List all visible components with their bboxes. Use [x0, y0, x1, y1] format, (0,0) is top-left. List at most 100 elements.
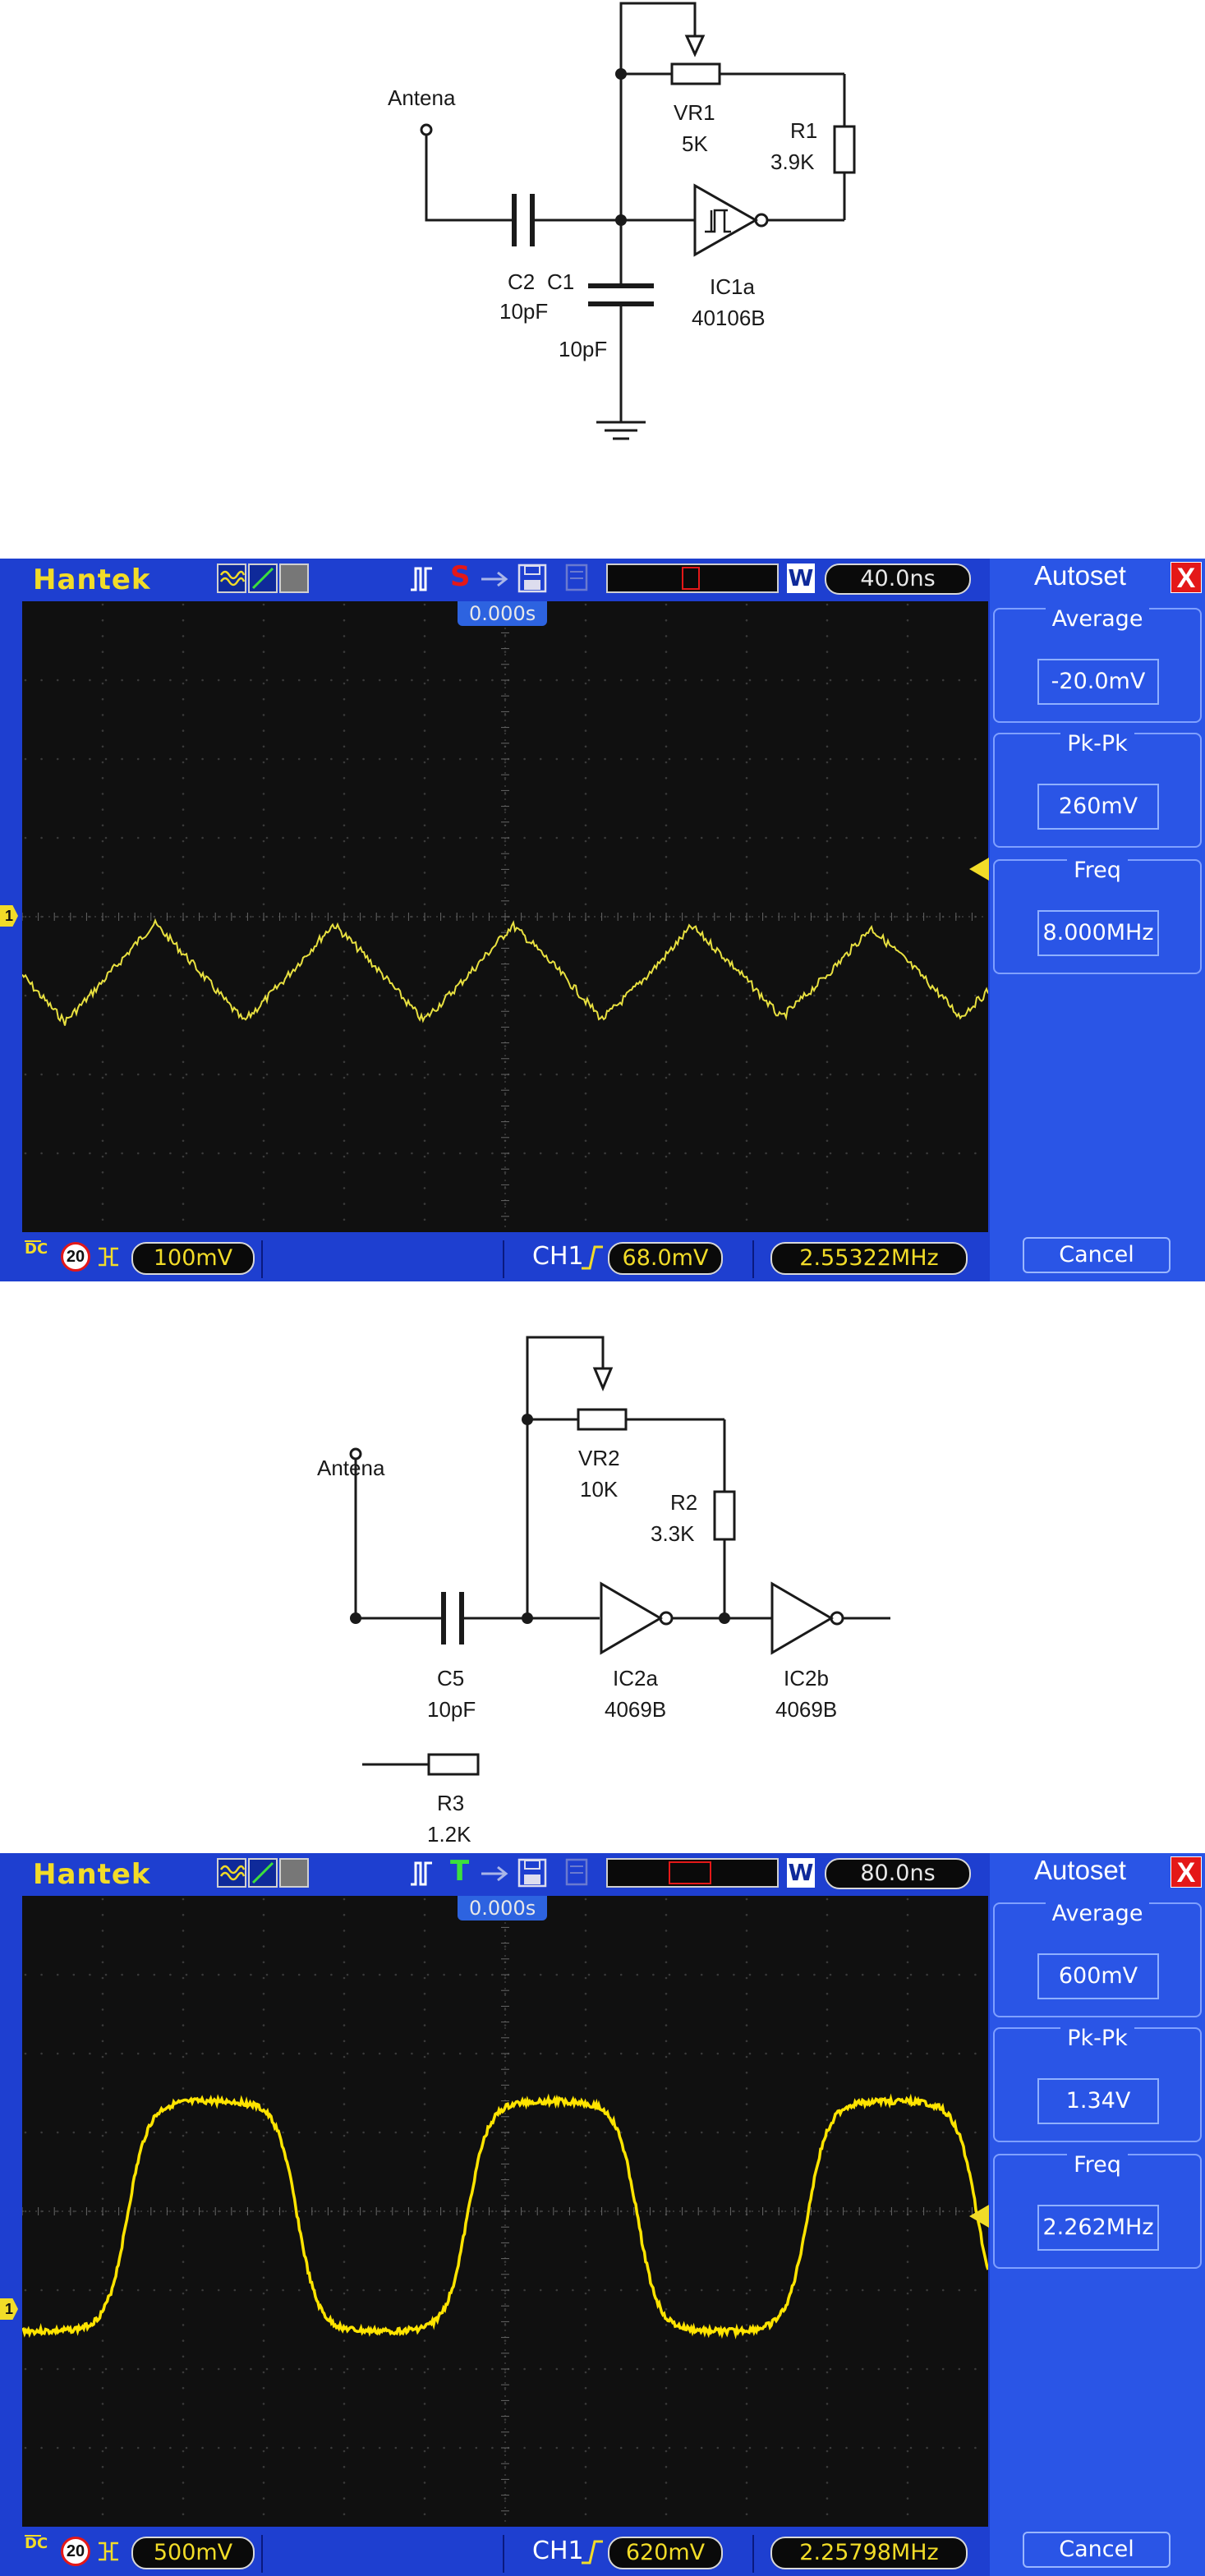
rising-edge-icon [580, 2538, 605, 2566]
measure-average-label: Average [1045, 606, 1150, 632]
autoset-title: Autoset [1034, 560, 1126, 591]
antenna-label: Antena [388, 85, 456, 110]
bandwidth-limit-icon: 20 [61, 1242, 90, 1272]
r3-name: R3 [437, 1791, 464, 1815]
scope1-top-bar: Hantek S W 40.0ns [0, 559, 986, 600]
schematic-inverter-oscillator: Antena VR2 10K R2 3.3K C5 10pF IC2a 4069… [0, 1331, 1205, 1856]
measure-pkpk-label: Pk-Pk [1060, 731, 1134, 757]
autoset-title: Autoset [1034, 1855, 1126, 1885]
measure-average-value: 600mV [1037, 1953, 1159, 1999]
memory-window-marker [682, 567, 700, 590]
r2-value: 3.3K [651, 1521, 695, 1546]
save-icon [517, 564, 547, 593]
close-button[interactable]: X [1171, 562, 1202, 594]
print-icon [562, 564, 591, 593]
vr2-value: 10K [580, 1477, 619, 1502]
measure-freq: Freq 2.262MHz [993, 2152, 1202, 2269]
trigger-channel: CH1 [532, 1242, 584, 1271]
r3-value: 1.2K [427, 1822, 471, 1847]
scope1-brand: Hantek [33, 564, 151, 596]
rising-edge-icon [580, 1244, 605, 1272]
bandwidth-limit-icon: 20 [61, 2537, 90, 2566]
coupling-indicator: DC [25, 2535, 48, 2552]
coupling-indicator: DC [25, 1240, 48, 1258]
volts-per-div[interactable]: 500mV [131, 2537, 255, 2569]
measure-pkpk: Pk-Pk 260mV [993, 731, 1202, 848]
measure-pkpk-value: 1.34V [1037, 2078, 1159, 2124]
timebase-display[interactable]: 80.0ns [825, 1858, 971, 1889]
wave-icon [217, 564, 246, 593]
measure-freq-label: Freq [1067, 2152, 1128, 2178]
scope1-bottom-bar: DC 20 100mV CH1 68.0mV 2.55322MHz [0, 1234, 990, 1281]
time-offset-badge: 0.000s [458, 1896, 548, 1920]
channel-1-marker: 1 [0, 2298, 18, 2320]
trigger-level[interactable]: 620mV [608, 2537, 723, 2569]
vr1-value: 5K [682, 131, 708, 156]
ic2b-part: 4069B [775, 1697, 837, 1722]
ic2b-name: IC2b [784, 1666, 829, 1690]
measure-average-value: -20.0mV [1037, 659, 1159, 705]
measure-pkpk: Pk-Pk 1.34V [993, 2026, 1202, 2142]
volts-per-div[interactable]: 100mV [131, 1242, 255, 1275]
memory-window-marker [669, 1861, 711, 1884]
scope1-grid [22, 601, 988, 1232]
time-offset-badge: 0.000s [458, 601, 548, 626]
save-icon [517, 1858, 547, 1888]
scope2-graticule: 0.000s [22, 1896, 988, 2527]
schematic-2-drawing: Antena VR2 10K R2 3.3K C5 10pF IC2a 4069… [317, 1336, 890, 1847]
channel-1-marker: 1 [0, 905, 18, 927]
measure-pkpk-value: 260mV [1037, 784, 1159, 830]
close-button[interactable]: X [1171, 1856, 1202, 1888]
scope2-brand: Hantek [33, 1858, 151, 1891]
wave-icon [217, 1858, 246, 1888]
vr2-name: VR2 [578, 1446, 620, 1470]
measure-pkpk-label: Pk-Pk [1060, 2026, 1134, 2051]
arrow-icon [480, 1863, 513, 1884]
measure-freq-value: 8.000MHz [1037, 910, 1159, 956]
memory-position-bar[interactable] [606, 1858, 779, 1888]
memory-position-bar[interactable] [606, 564, 779, 593]
window-indicator: W [787, 1858, 815, 1888]
ramp-icon [248, 564, 278, 593]
scope1-autoset-panel: Autoset X Average -20.0mV Pk-Pk 260mV Fr… [990, 559, 1205, 1281]
timebase-display[interactable]: 40.0ns [825, 564, 971, 595]
scope2-bottom-bar: DC 20 500mV CH1 620mV 2.25798MHz [0, 2528, 990, 2576]
trigger-edge-icon [409, 1860, 434, 1888]
trigger-mode: T [450, 1855, 470, 1888]
r1-name: R1 [790, 118, 817, 143]
c5-name: C5 [437, 1666, 464, 1690]
cancel-button[interactable]: Cancel [1023, 1237, 1171, 1273]
scope2-autoset-panel: Autoset X Average 600mV Pk-Pk 1.34V Freq… [990, 1853, 1205, 2576]
schematic-schmitt-oscillator: Antena VR1 5K R1 3.9K C2 10pF C1 10pF IC… [0, 0, 1205, 460]
r2-name: R2 [670, 1490, 697, 1515]
measure-average: Average 600mV [993, 1901, 1202, 2017]
ic1a-part: 40106B [692, 306, 766, 330]
frequency-counter: 2.25798MHz [770, 2537, 968, 2569]
persist-icon [279, 1858, 309, 1888]
ic2a-name: IC2a [613, 1666, 658, 1690]
measure-freq: Freq 8.000MHz [993, 858, 1202, 974]
arrow-icon [480, 568, 513, 590]
antenna-label: Antena [317, 1456, 385, 1480]
oscilloscope-screen-1: Hantek S W 40.0ns 0.000s 1 DC [0, 559, 1205, 1281]
c5-value: 10pF [427, 1697, 476, 1722]
invert-icon [97, 1245, 126, 1268]
scope2-top-bar: Hantek T W 80.0ns [0, 1853, 986, 1894]
c1-value: 10pF [559, 337, 607, 361]
measure-freq-label: Freq [1067, 858, 1128, 883]
print-icon [562, 1858, 591, 1888]
trigger-level[interactable]: 68.0mV [608, 1242, 723, 1275]
trigger-edge-icon [409, 565, 434, 593]
window-indicator: W [787, 564, 815, 593]
cancel-button[interactable]: Cancel [1023, 2532, 1171, 2568]
schematic-1-drawing: Antena VR1 5K R1 3.9K C2 10pF C1 10pF IC… [388, 2, 856, 440]
ic2a-part: 4069B [605, 1697, 666, 1722]
c2-value: 10pF [499, 299, 548, 324]
invert-icon [97, 2540, 126, 2563]
frequency-counter: 2.55322MHz [770, 1242, 968, 1275]
trigger-mode: S [450, 560, 471, 593]
measure-average-label: Average [1045, 1901, 1150, 1926]
scope2-grid [22, 1896, 988, 2527]
c2-label: C2 [508, 269, 535, 294]
vr1-name: VR1 [674, 100, 715, 125]
